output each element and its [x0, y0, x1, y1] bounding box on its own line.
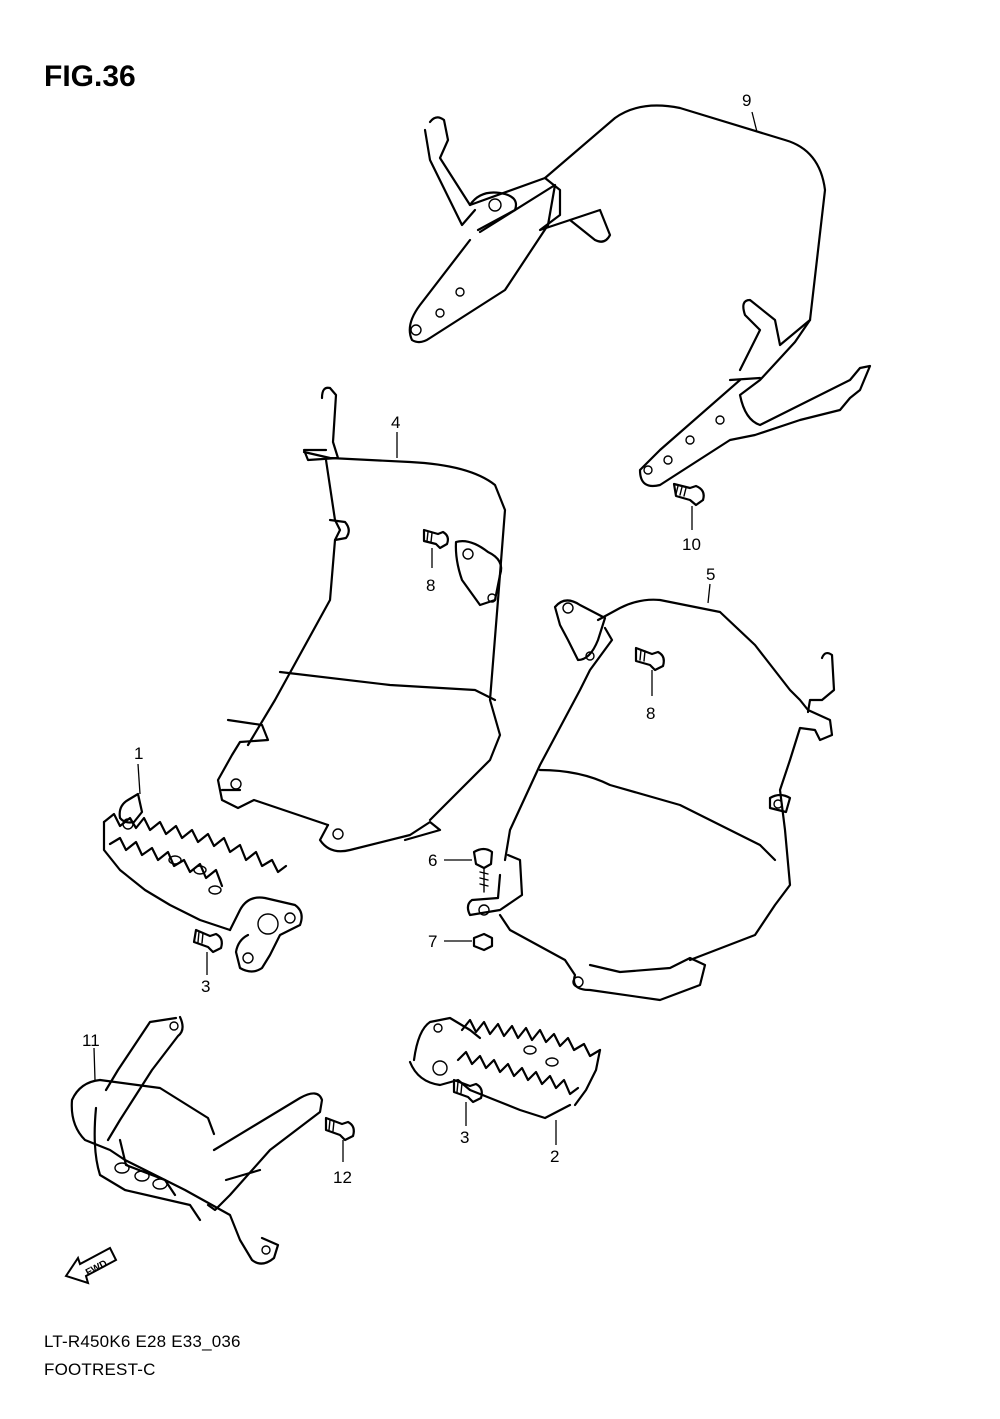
callout-10: 10	[682, 535, 701, 554]
figure-title: FIG.36	[44, 60, 136, 93]
part-3-bolt-left[interactable]	[192, 928, 223, 954]
part-10-bolt[interactable]	[672, 482, 705, 507]
figure-code: LT-R450K6 E28 E33_036	[44, 1332, 241, 1351]
callout-8a: 8	[426, 576, 435, 595]
leader-11	[93, 1047, 96, 1081]
part-2-footpeg-right[interactable]	[408, 1016, 602, 1120]
callout-3b: 3	[460, 1128, 469, 1147]
callout-3a: 3	[201, 977, 210, 996]
callout-12: 12	[333, 1168, 352, 1187]
part-6-bolt[interactable]	[472, 847, 494, 893]
callout-5: 5	[706, 565, 715, 584]
leader-5	[707, 583, 711, 604]
part-3-bolt-right[interactable]	[452, 1078, 483, 1104]
part-12-bolt[interactable]	[324, 1116, 355, 1142]
part-5-footrest-frame-right[interactable]	[466, 598, 836, 1002]
callout-4: 4	[391, 413, 400, 432]
leader-9	[751, 111, 758, 133]
part-1-footpeg-left[interactable]	[102, 792, 303, 973]
part-9-guard-frame[interactable]	[408, 104, 872, 488]
callout-9: 9	[742, 91, 751, 110]
callout-2: 2	[550, 1147, 559, 1166]
part-11-front-guard[interactable]	[70, 1015, 324, 1265]
callout-8b: 8	[646, 704, 655, 723]
figure-name: FOOTREST-C	[44, 1360, 156, 1379]
callout-1: 1	[134, 744, 143, 763]
callout-7: 7	[428, 932, 437, 951]
part-8-bolt-upper[interactable]	[422, 528, 449, 550]
fwd-arrow-icon: FWD	[64, 1246, 118, 1285]
leader-1	[137, 763, 141, 795]
part-4-footrest-frame-left[interactable]	[216, 386, 507, 853]
part-8-bolt-lower[interactable]	[634, 646, 665, 672]
callout-11: 11	[82, 1031, 100, 1050]
part-7-nut[interactable]	[472, 932, 494, 952]
callout-6: 6	[428, 851, 437, 870]
